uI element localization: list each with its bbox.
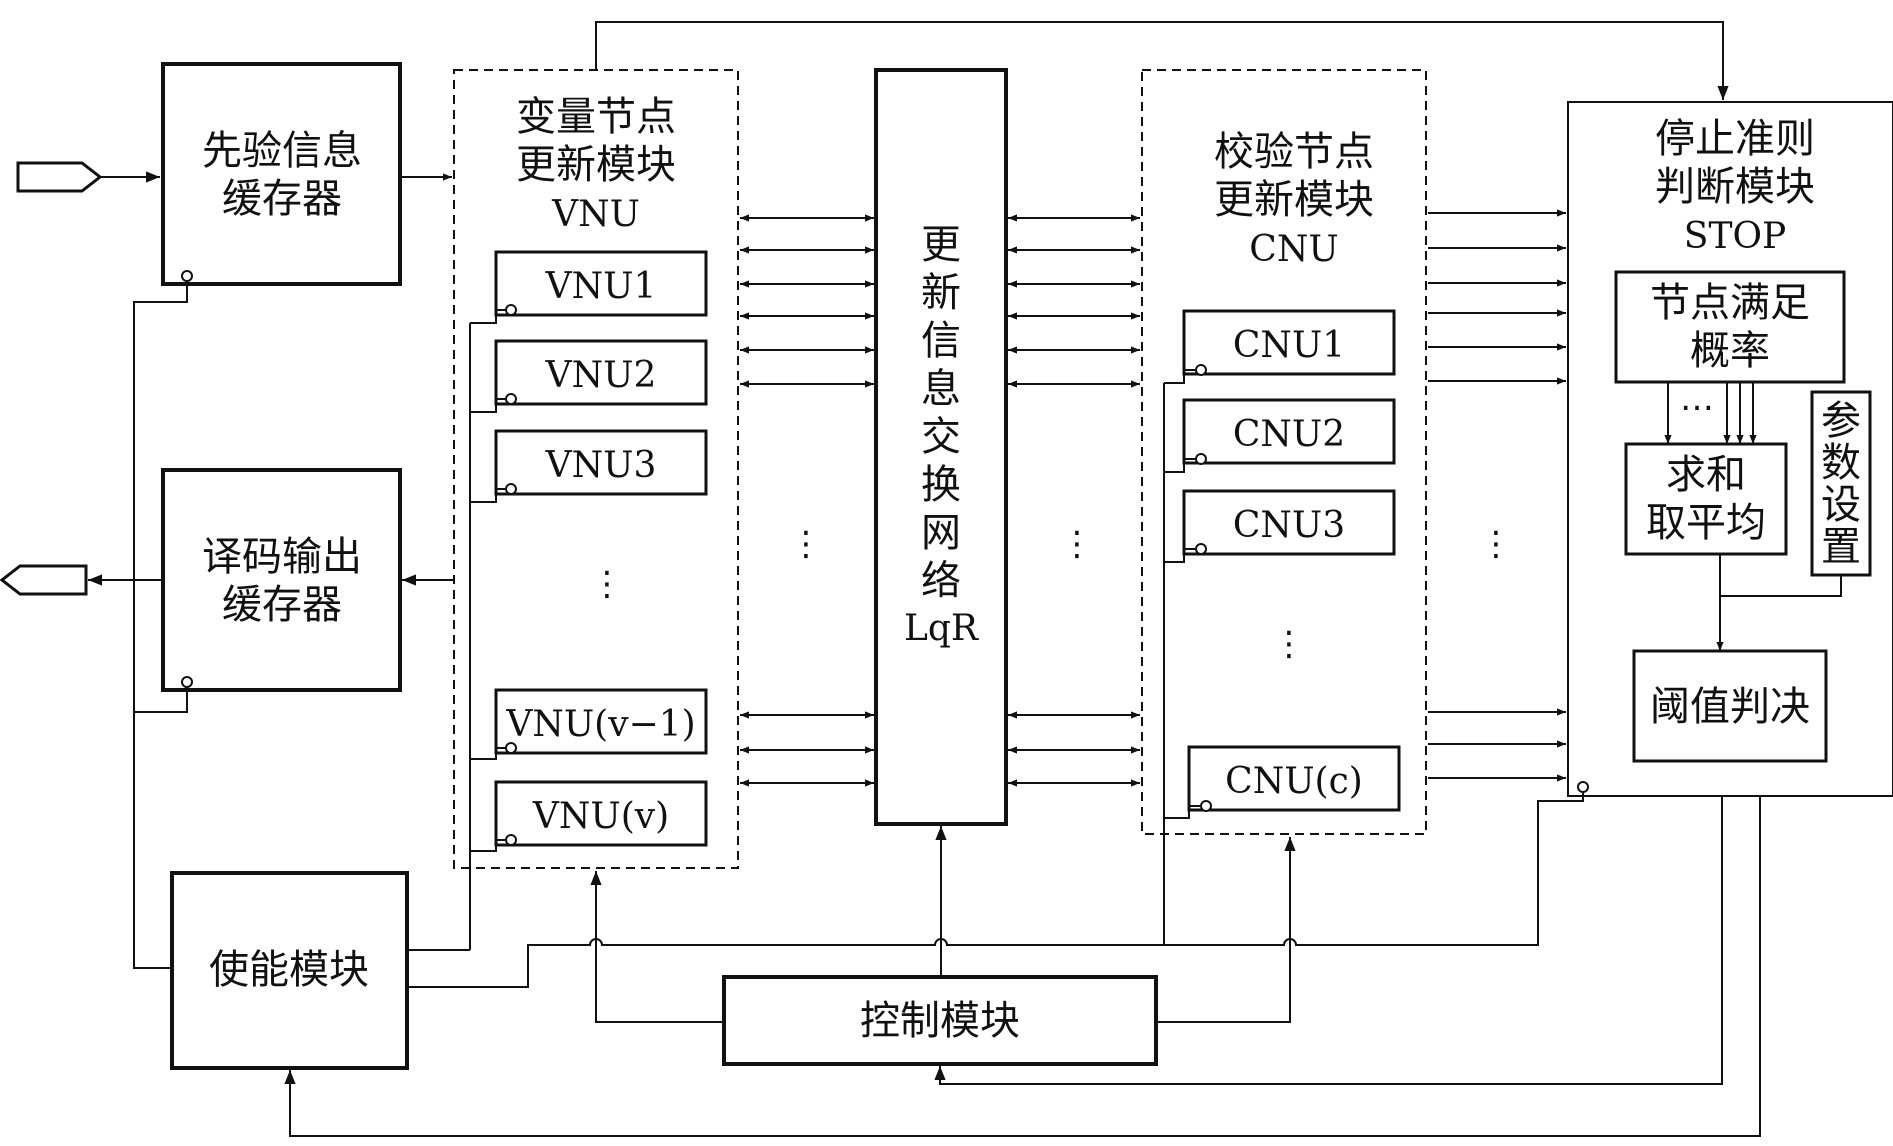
output-pin-icon: [0, 564, 88, 596]
network-label-char: 新: [921, 270, 961, 316]
cnu-group-label-1: 校验节点: [1214, 129, 1374, 175]
vnu-group: 变量节点 更新模块 VNU VNU1 VNU2 VNU3 ⋮ VNU(v−1) …: [453, 69, 739, 950]
vnu-unit: VNU(v−1): [505, 704, 695, 745]
network-label-char: 交: [921, 414, 961, 460]
vnu-unit: VNU(v): [532, 796, 669, 837]
cnu-group-label-2: 更新模块: [1214, 177, 1374, 223]
enable-port-icon: [181, 676, 193, 688]
stop-criterion-module: 停止准则 判断模块 STOP 节点满足 概率 求和 取平均 参 数 设 置 阈值…: [1567, 101, 1893, 797]
cnu-unit: CNU(c): [1225, 761, 1363, 802]
prior-info-buffer: 先验信息 缓存器: [161, 62, 402, 286]
link-ellipsis: ⋮: [1479, 524, 1513, 564]
param-label-char: 参: [1821, 398, 1861, 444]
vnu-unit: VNU2: [545, 355, 657, 396]
vnu-unit: VNU1: [545, 266, 657, 307]
control-module-label: 控制模块: [860, 998, 1020, 1044]
node-prob-label-1: 节点满足: [1650, 280, 1810, 326]
stop-label-3: STOP: [1684, 216, 1786, 257]
prior-buffer-label-1: 先验信息: [202, 128, 362, 174]
network-label-lqr: LqR: [904, 608, 979, 649]
vnu-network-links: ⋮: [740, 214, 874, 787]
vnu-group-label-2: 更新模块: [516, 142, 676, 188]
network-label-char: 络: [921, 558, 961, 604]
enable-module-label: 使能模块: [209, 947, 369, 993]
vnu-group-label-3: VNU: [551, 194, 640, 235]
enable-port-icon: [1577, 781, 1589, 793]
prior-buffer-label-2: 缓存器: [222, 176, 342, 222]
output-buffer-label-2: 缓存器: [222, 582, 342, 628]
cnu-unit: CNU1: [1233, 325, 1345, 366]
link-ellipsis: ⋮: [1060, 524, 1094, 564]
stop-ellipsis: …: [1680, 379, 1714, 419]
node-prob-label-2: 概率: [1690, 328, 1770, 374]
cnu-group: 校验节点 更新模块 CNU CNU1 CNU2 CNU3 ⋮ CNU(c): [1141, 69, 1427, 945]
decode-output-buffer: 译码输出 缓存器: [161, 468, 402, 692]
enable-module: 使能模块: [170, 871, 409, 1070]
stop-label-1: 停止准则: [1655, 116, 1815, 162]
link-ellipsis: ⋮: [789, 524, 823, 564]
network-label-char: 换: [921, 462, 961, 508]
network-label-char: 信: [921, 318, 961, 364]
output-buffer-label-1: 译码输出: [202, 534, 362, 580]
param-label-char: 置: [1821, 524, 1861, 570]
network-label-char: 息: [921, 366, 961, 412]
cnu-ellipsis: ⋮: [1272, 624, 1306, 664]
network-label-char: 更: [921, 222, 961, 268]
vnu-ellipsis: ⋮: [590, 564, 624, 604]
vnu-unit: VNU3: [545, 445, 657, 486]
param-label-char: 数: [1821, 440, 1861, 486]
stop-label-2: 判断模块: [1655, 164, 1815, 210]
control-module: 控制模块: [722, 975, 1158, 1066]
enable-port-icon: [181, 270, 193, 282]
threshold-label: 阈值判决: [1650, 684, 1810, 730]
input-pin-icon: [16, 161, 103, 193]
cnu-unit: CNU3: [1233, 505, 1345, 546]
sum-avg-label-1: 求和: [1666, 452, 1746, 498]
param-label-char: 设: [1821, 482, 1861, 528]
update-exchange-network: 更 新 信 息 交 换 网 络 LqR: [874, 68, 1008, 826]
vnu-group-label-1: 变量节点: [516, 94, 676, 140]
network-label-char: 网: [921, 510, 961, 556]
cnu-stop-links: ⋮: [1428, 209, 1566, 782]
cnu-group-label-3: CNU: [1249, 229, 1338, 270]
cnu-unit: CNU2: [1233, 414, 1345, 455]
sum-avg-label-2: 取平均: [1646, 500, 1766, 546]
network-cnu-links: ⋮: [1008, 214, 1140, 787]
